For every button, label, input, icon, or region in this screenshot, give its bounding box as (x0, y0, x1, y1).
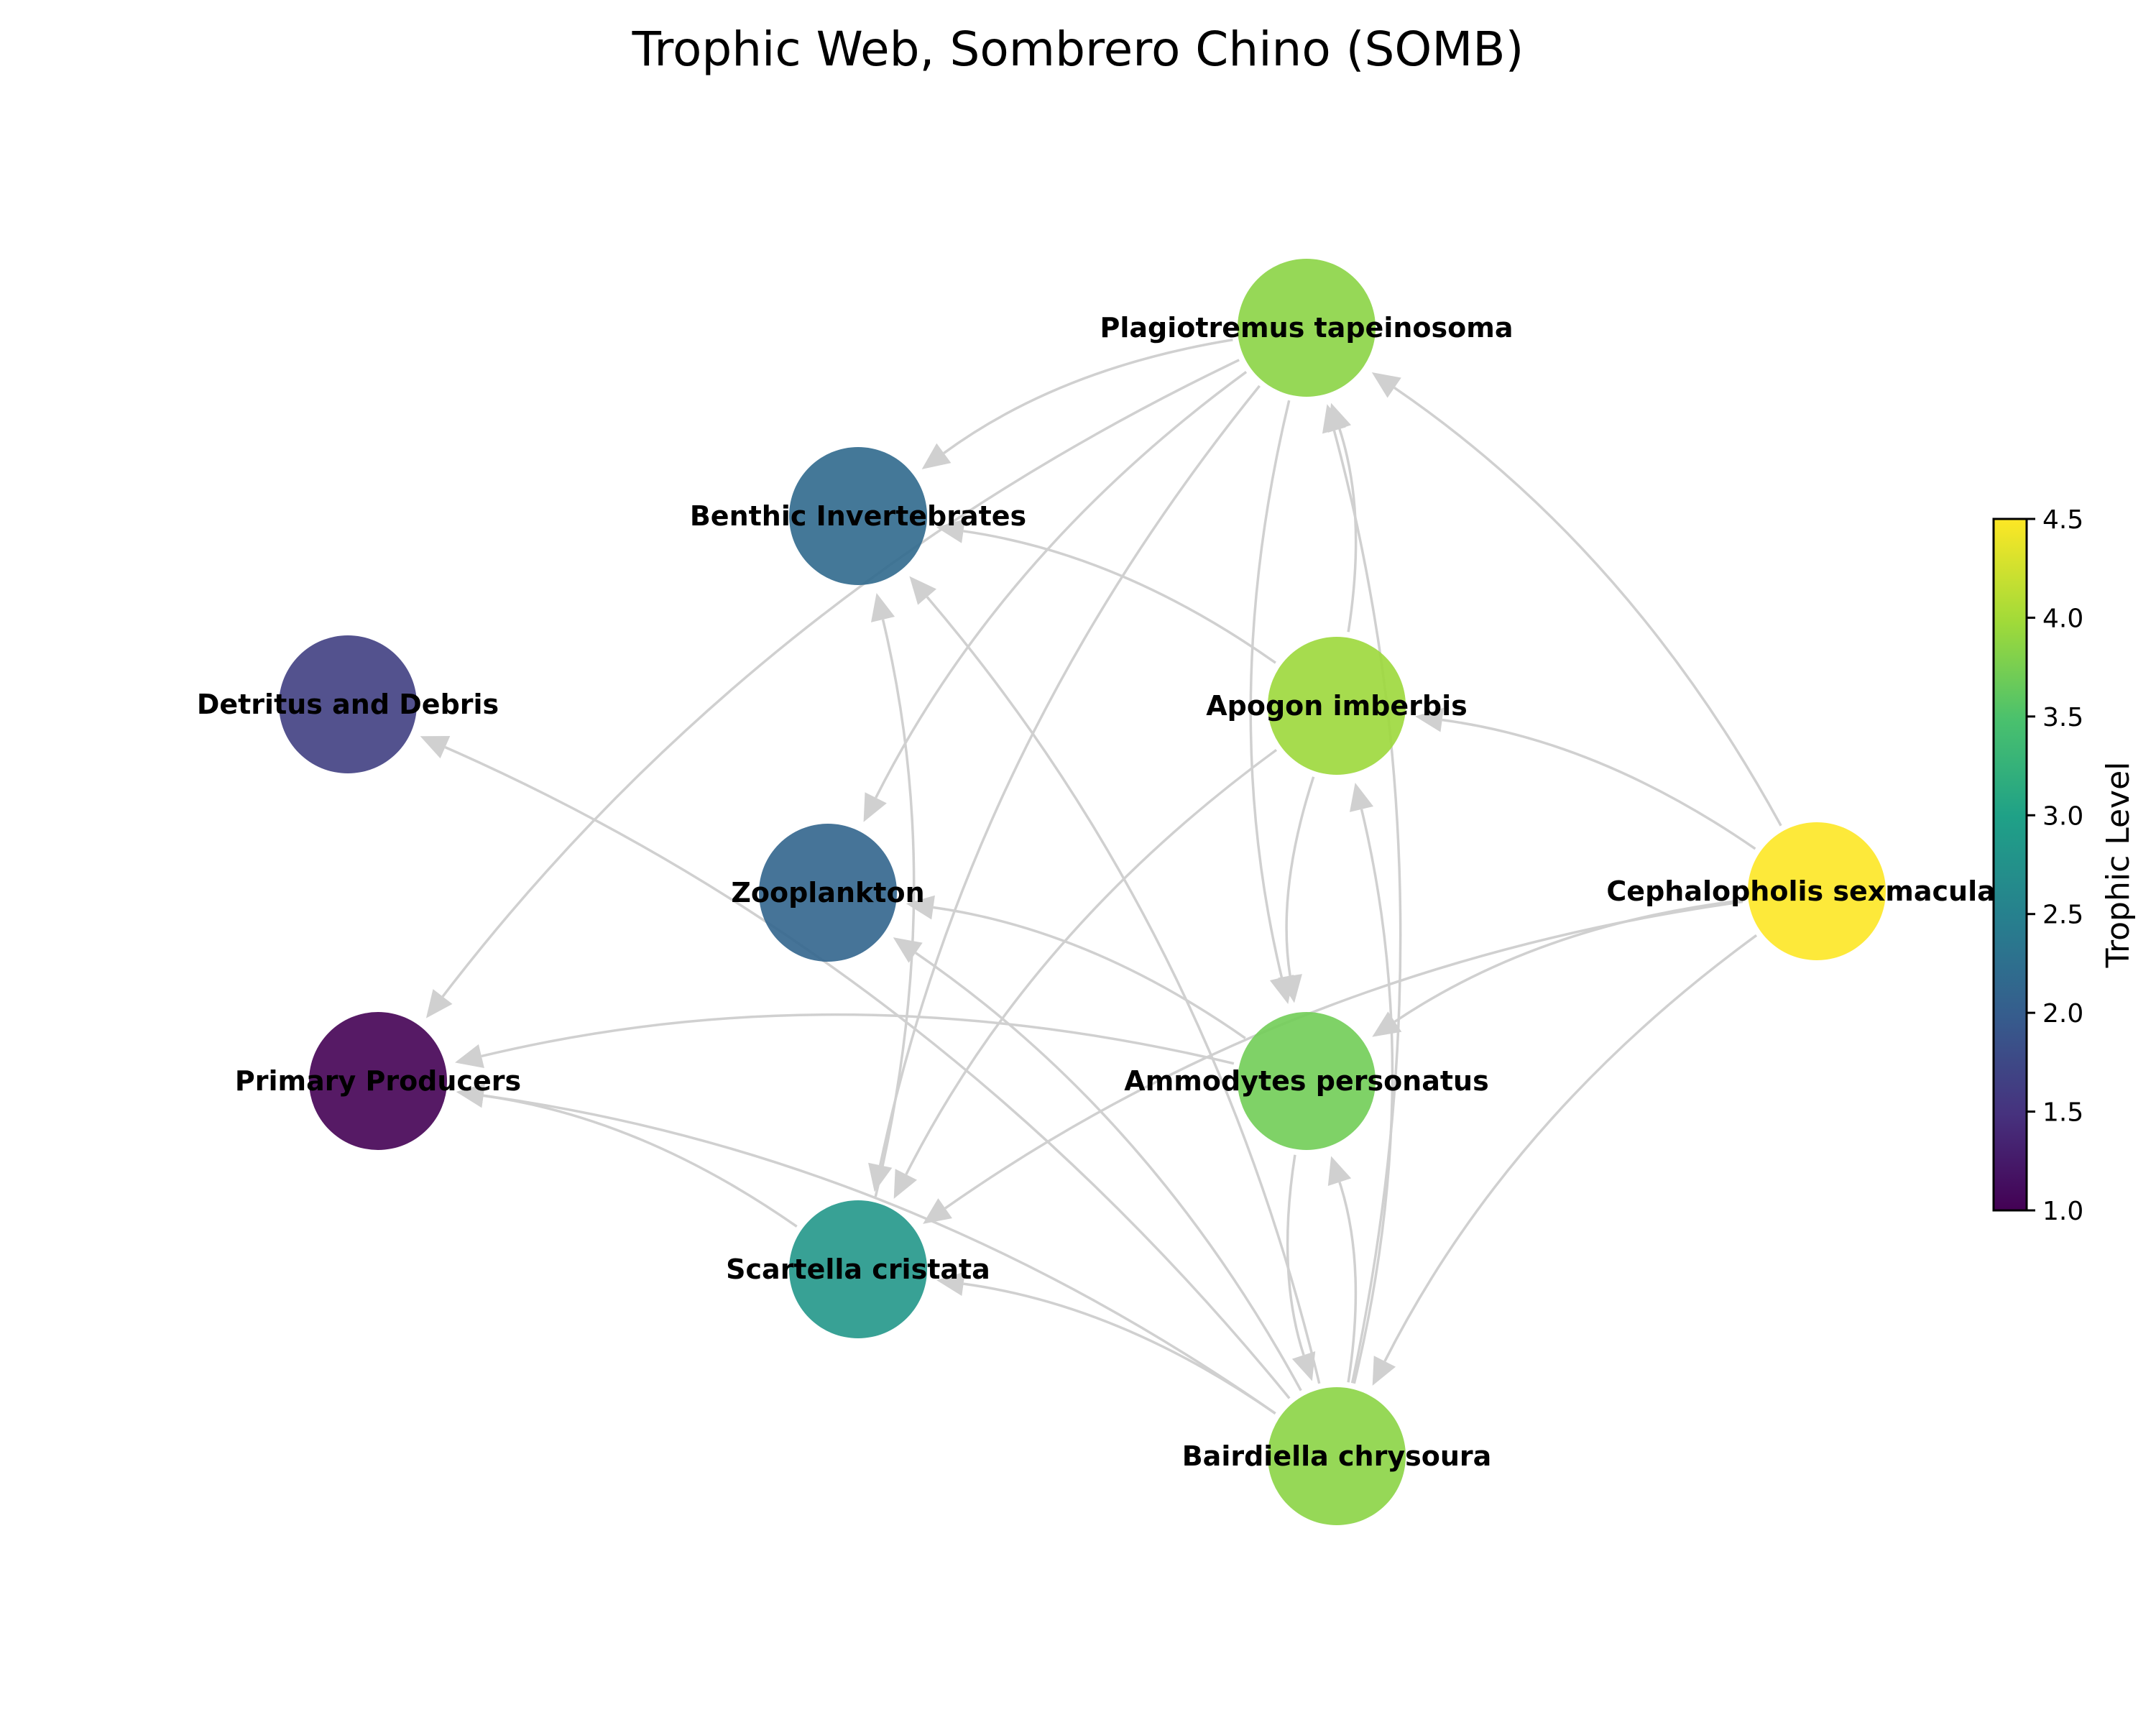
edge-plagiotremus-to-scartella (878, 385, 1261, 1166)
edge-bairdiella-to-scartella (963, 1282, 1276, 1415)
node-circle (789, 447, 927, 585)
edge-arrowhead (425, 989, 453, 1018)
edge-arrowhead (1327, 1156, 1352, 1186)
edge-scartella-to-benthic (874, 619, 916, 1197)
colorbar-tick-label: 1.0 (2042, 1197, 2083, 1226)
colorbar-tick-label: 2.5 (2042, 901, 2083, 930)
colorbar-tick-label: 2.0 (2042, 999, 2083, 1029)
colorbar-tick-label: 4.0 (2042, 604, 2083, 633)
edge-arrowhead (936, 519, 965, 543)
edge-arrowhead (456, 1083, 485, 1108)
node-detritus[interactable]: Detritus and Debris (197, 635, 499, 773)
edge-arrowhead (1372, 1011, 1402, 1037)
edge-arrowhead (923, 1198, 952, 1224)
node-bairdiella[interactable]: Bairdiella chrysoura (1182, 1387, 1492, 1525)
node-circle (279, 635, 417, 773)
node-ammodytes[interactable]: Ammodytes personatus (1124, 1012, 1489, 1150)
edge-apogon-to-benthic (963, 530, 1276, 664)
node-zooplankton[interactable]: Zooplankton (731, 824, 925, 962)
edge-apogon-to-ammodytes (1285, 776, 1315, 977)
edge-cephalopholis-to-scartella (944, 900, 1743, 1210)
node-circle (759, 824, 897, 962)
edge-arrowhead (1372, 1356, 1396, 1386)
colorbar-ticks: 1.0 1.5 2.0 2.5 3.0 3.5 4.0 4.5 (2027, 505, 2083, 1226)
node-label: Zooplankton (731, 877, 924, 908)
node-cephalopholis[interactable]: Cephalopholis sexmaculata (1606, 822, 2027, 960)
edge-cephalopholis-to-ammodytes (1393, 898, 1743, 1023)
colorbar-tick-label: 3.0 (2042, 801, 2083, 831)
edge-bairdiella-to-apogon (1353, 809, 1394, 1384)
edge-arrowhead (893, 937, 923, 963)
edge-arrowhead (936, 1271, 965, 1297)
edge-bairdiella-to-ammodytes (1338, 1182, 1358, 1383)
edge-arrowhead (1278, 974, 1302, 1003)
node-benthic[interactable]: Benthic Invertebrates (690, 447, 1026, 585)
node-circle (1238, 259, 1376, 397)
edge-bairdiella-to-benthic (926, 596, 1321, 1384)
edge-arrowhead (420, 736, 451, 759)
edge-arrowhead (871, 592, 895, 622)
node-primary[interactable]: Primary Producers (235, 1012, 521, 1150)
node-label: Detritus and Debris (197, 689, 499, 720)
colorbar-label: Trophic Level (2100, 762, 2137, 969)
edge-cephalopholis-to-plagiotremus (1393, 387, 1782, 827)
edge-arrowhead (906, 895, 935, 920)
edge-plagiotremus-to-benthic (943, 339, 1233, 454)
edge-arrowhead (1415, 707, 1444, 732)
edge-bairdiella-to-zooplankton (915, 952, 1302, 1392)
node-circle (309, 1012, 447, 1150)
node-plagiotremus[interactable]: Plagiotremus tapeinosoma (1100, 259, 1514, 397)
edge-arrowhead (921, 443, 952, 469)
edge-cephalopholis-to-apogon (1442, 718, 1756, 850)
node-label: Cephalopholis sexmaculata (1606, 875, 2027, 907)
edge-arrowhead (1371, 372, 1401, 398)
diagram-title: Trophic Web, Sombrero Chino (SOMB) (632, 22, 1524, 77)
edge-arrowhead (1350, 782, 1374, 812)
colorbar-tick-label: 3.5 (2042, 703, 2083, 732)
node-label: Ammodytes personatus (1124, 1065, 1488, 1097)
edge-arrowhead (1291, 1351, 1316, 1381)
node-label: Apogon imberbis (1206, 690, 1468, 722)
edge-arrowhead (893, 1169, 918, 1199)
node-label: Bairdiella chrysoura (1182, 1440, 1492, 1472)
colorbar-tick-label: 4.5 (2042, 505, 2083, 535)
node-circle (1268, 637, 1406, 775)
edge-arrowhead (863, 792, 887, 822)
node-circle (1268, 1387, 1406, 1525)
edge-cephalopholis-to-bairdiella (1383, 934, 1758, 1362)
edge-arrowhead (454, 1044, 484, 1068)
edge-layer (420, 339, 1782, 1415)
edge-bairdiella-to-plagiotremus (1332, 430, 1402, 1384)
node-label: Benthic Invertebrates (690, 500, 1026, 532)
colorbar-tick-label: 1.5 (2042, 1098, 2083, 1128)
node-circle (789, 1200, 927, 1338)
node-label: Plagiotremus tapeinosoma (1100, 312, 1514, 344)
colorbar: 1.0 1.5 2.0 2.5 3.0 3.5 4.0 4.5 Trophic Level (1992, 505, 2137, 1226)
edge-ammodytes-to-bairdiella (1286, 1154, 1305, 1356)
node-circle (1238, 1012, 1376, 1150)
edge-plagiotremus-to-zooplankton (875, 371, 1248, 799)
edge-bairdiella-to-primary (483, 1094, 1276, 1414)
colorbar-gradient (1992, 518, 2028, 1212)
edge-plagiotremus-to-ammodytes (1249, 400, 1291, 978)
edge-arrowhead (1322, 404, 1346, 434)
node-apogon[interactable]: Apogon imberbis (1206, 637, 1468, 775)
edge-arrowhead (909, 576, 937, 605)
node-scartella[interactable]: Scartella cristata (726, 1200, 990, 1338)
node-circle (1748, 822, 1886, 960)
node-label: Primary Producers (235, 1065, 521, 1097)
node-label: Scartella cristata (726, 1254, 990, 1285)
edge-apogon-to-scartella (905, 748, 1278, 1175)
edge-ammodytes-to-zooplankton (933, 906, 1246, 1039)
edge-plagiotremus-to-primary (441, 359, 1240, 998)
edge-scartella-to-primary (483, 1094, 798, 1228)
edge-ammodytes-to-primary (481, 1013, 1235, 1065)
